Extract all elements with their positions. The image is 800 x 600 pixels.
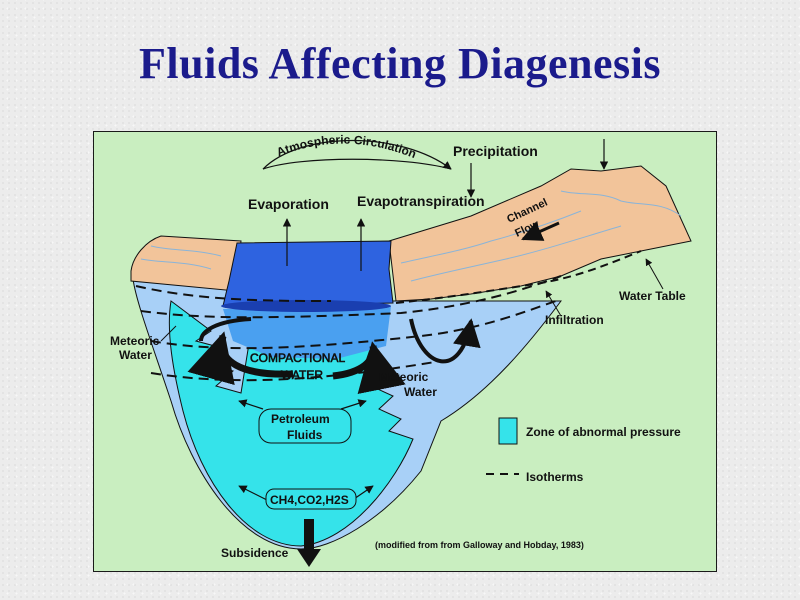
meteoric-left-pointer (160, 325, 177, 342)
compactional-zone (223, 306, 391, 359)
channel-flow-arrow (521, 221, 560, 241)
compactional-water-label-2: WATER (281, 368, 323, 382)
compactional-water-label-1: COMPACTIONAL (250, 351, 345, 365)
diagram-panel: Atmospheric Circulation Precipitation Ev… (93, 131, 717, 572)
meteoric-water-left-label-1: Meteoric (110, 334, 160, 348)
citation-label: (modified from from Galloway and Hobday,… (375, 540, 584, 550)
water-table-label: Water Table (619, 289, 686, 303)
compactional-arrow-right (332, 341, 406, 395)
evaporation-label: Evaporation (248, 196, 329, 212)
gases-label: CH4,CO2,H2S (270, 493, 349, 507)
gases-box (265, 488, 357, 510)
gas-arrow-left (238, 485, 270, 502)
infiltration-pointer (545, 290, 562, 317)
compactional-arrow-left (187, 331, 294, 386)
meteoric-flow-arrow-left (199, 317, 252, 342)
atmospheric-circulation-label: Atmospheric Circulation (275, 133, 419, 162)
legend-abnormal-pressure-label: Zone of abnormal pressure (526, 425, 681, 439)
petroleum-fluids-label-2: Fluids (287, 428, 323, 442)
meteoric-water-right-label-1: Meteoric (379, 370, 429, 384)
diagenesis-diagram: Atmospheric Circulation Precipitation Ev… (110, 133, 692, 567)
petroleum-box (258, 408, 352, 444)
slide-title: Fluids Affecting Diagenesis (139, 39, 661, 88)
petroleum-arrow-left (238, 399, 264, 410)
sea (222, 240, 394, 307)
subsidence-label: Subsidence (221, 546, 289, 560)
evapotranspiration-label: Evapotranspiration (357, 193, 485, 209)
meteoric-flow-arrow (409, 318, 481, 364)
meteoric-water-left-label-2: Water (119, 348, 152, 362)
precipitation-label: Precipitation (453, 143, 538, 159)
infiltration-label: Infiltration (545, 313, 604, 327)
atmospheric-circulation-arrow (262, 140, 452, 170)
legend-abnormal-pressure-swatch (498, 417, 518, 445)
legend-isotherms-label: Isotherms (526, 470, 584, 484)
petroleum-arrow-right (340, 399, 367, 410)
water-table-pointer (645, 258, 664, 290)
meteoric-water-right-label-2: Water (404, 385, 437, 399)
land-right (388, 165, 692, 302)
petroleum-fluids-label-1: Petroleum (271, 412, 330, 426)
